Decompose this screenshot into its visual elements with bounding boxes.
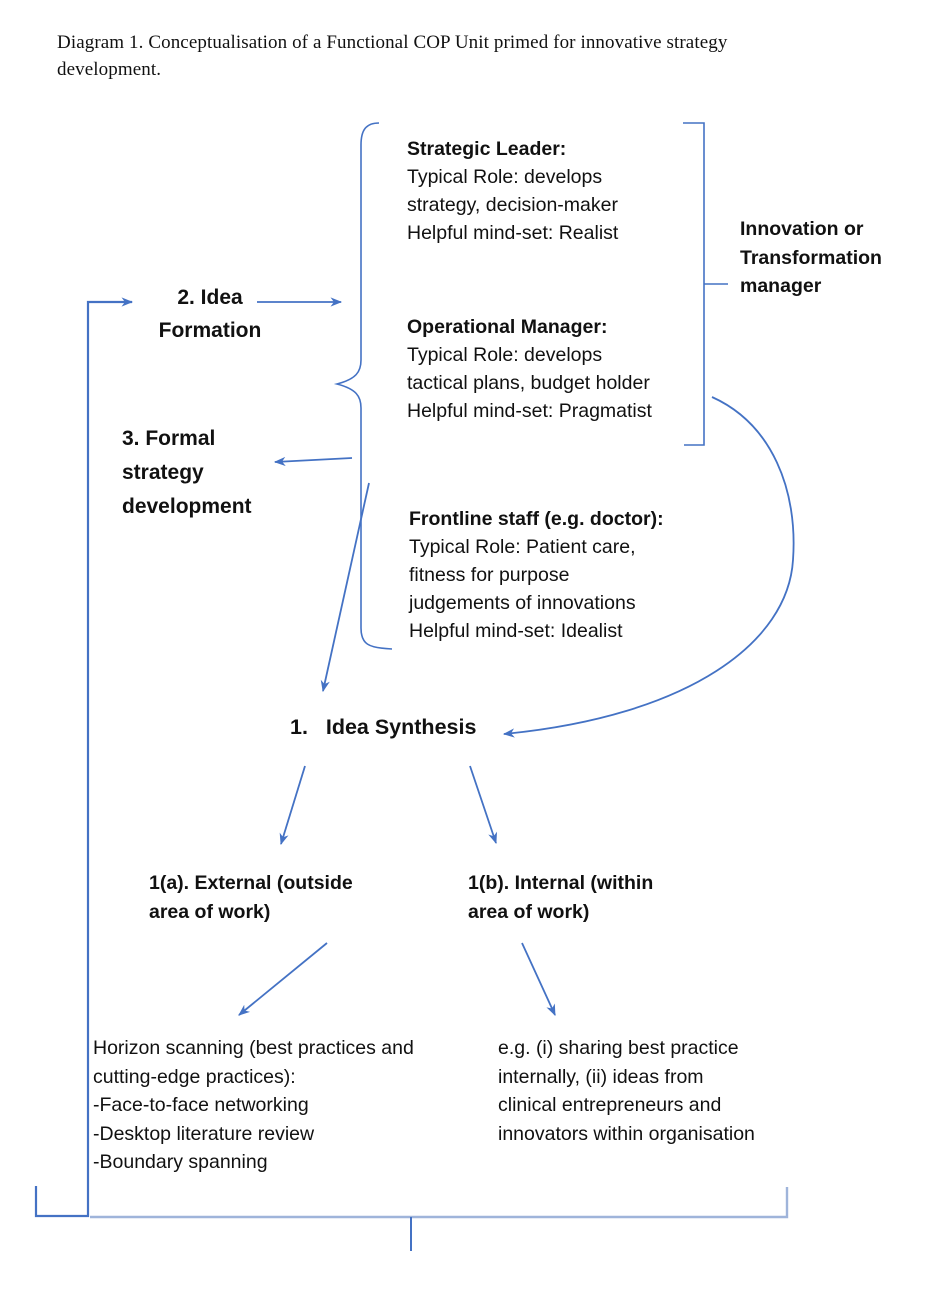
arrow-synthesis-to-internal <box>469 765 497 845</box>
role-operational-manager-title: Operational Manager: <box>407 316 608 338</box>
roles-right-bracket <box>683 122 705 446</box>
arrow-internal-to-examples <box>521 942 556 1016</box>
curved-arrow-manager-to-idea-synthesis <box>502 396 795 738</box>
node-internal-source: 1(b). Internal (within area of work) <box>468 872 654 923</box>
roles-left-brace <box>333 122 393 650</box>
node-external-source: 1(a). External (outside area of work) <box>149 872 353 923</box>
role-frontline-staff-description: Typical Role: Patient care, fitness for … <box>409 536 636 642</box>
arrow-roles-to-idea-synthesis <box>320 482 370 693</box>
role-operational-manager-description: Typical Role: develops tactical plans, b… <box>407 344 652 422</box>
role-frontline-staff-title: Frontline staff (e.g. doctor): <box>409 508 664 530</box>
node-formal-strategy-development: 3. Formal strategy development <box>122 427 252 518</box>
node-idea-formation: 2. Idea Formation <box>158 286 262 342</box>
arrow-synthesis-to-external <box>279 765 306 846</box>
role-strategic-leader-description: Typical Role: develops strategy, decisio… <box>407 166 619 244</box>
node-idea-synthesis: 1. Idea Synthesis <box>290 715 477 739</box>
internal-examples-text: e.g. (i) sharing best practice internall… <box>498 1037 755 1145</box>
feedback-loop-arrow <box>34 297 134 1218</box>
innovation-transformation-manager-label: Innovation or Transformation manager <box>740 218 882 297</box>
role-strategic-leader-title: Strategic Leader: <box>407 138 567 160</box>
external-examples-text: Horizon scanning (best practices and cut… <box>93 1037 414 1173</box>
arrow-roles-to-formal-strategy <box>273 456 353 467</box>
arrow-external-to-examples <box>238 942 328 1016</box>
diagram-title: Diagram 1. Conceptualisation of a Functi… <box>57 32 728 80</box>
bottom-boundary-line <box>90 1187 789 1219</box>
